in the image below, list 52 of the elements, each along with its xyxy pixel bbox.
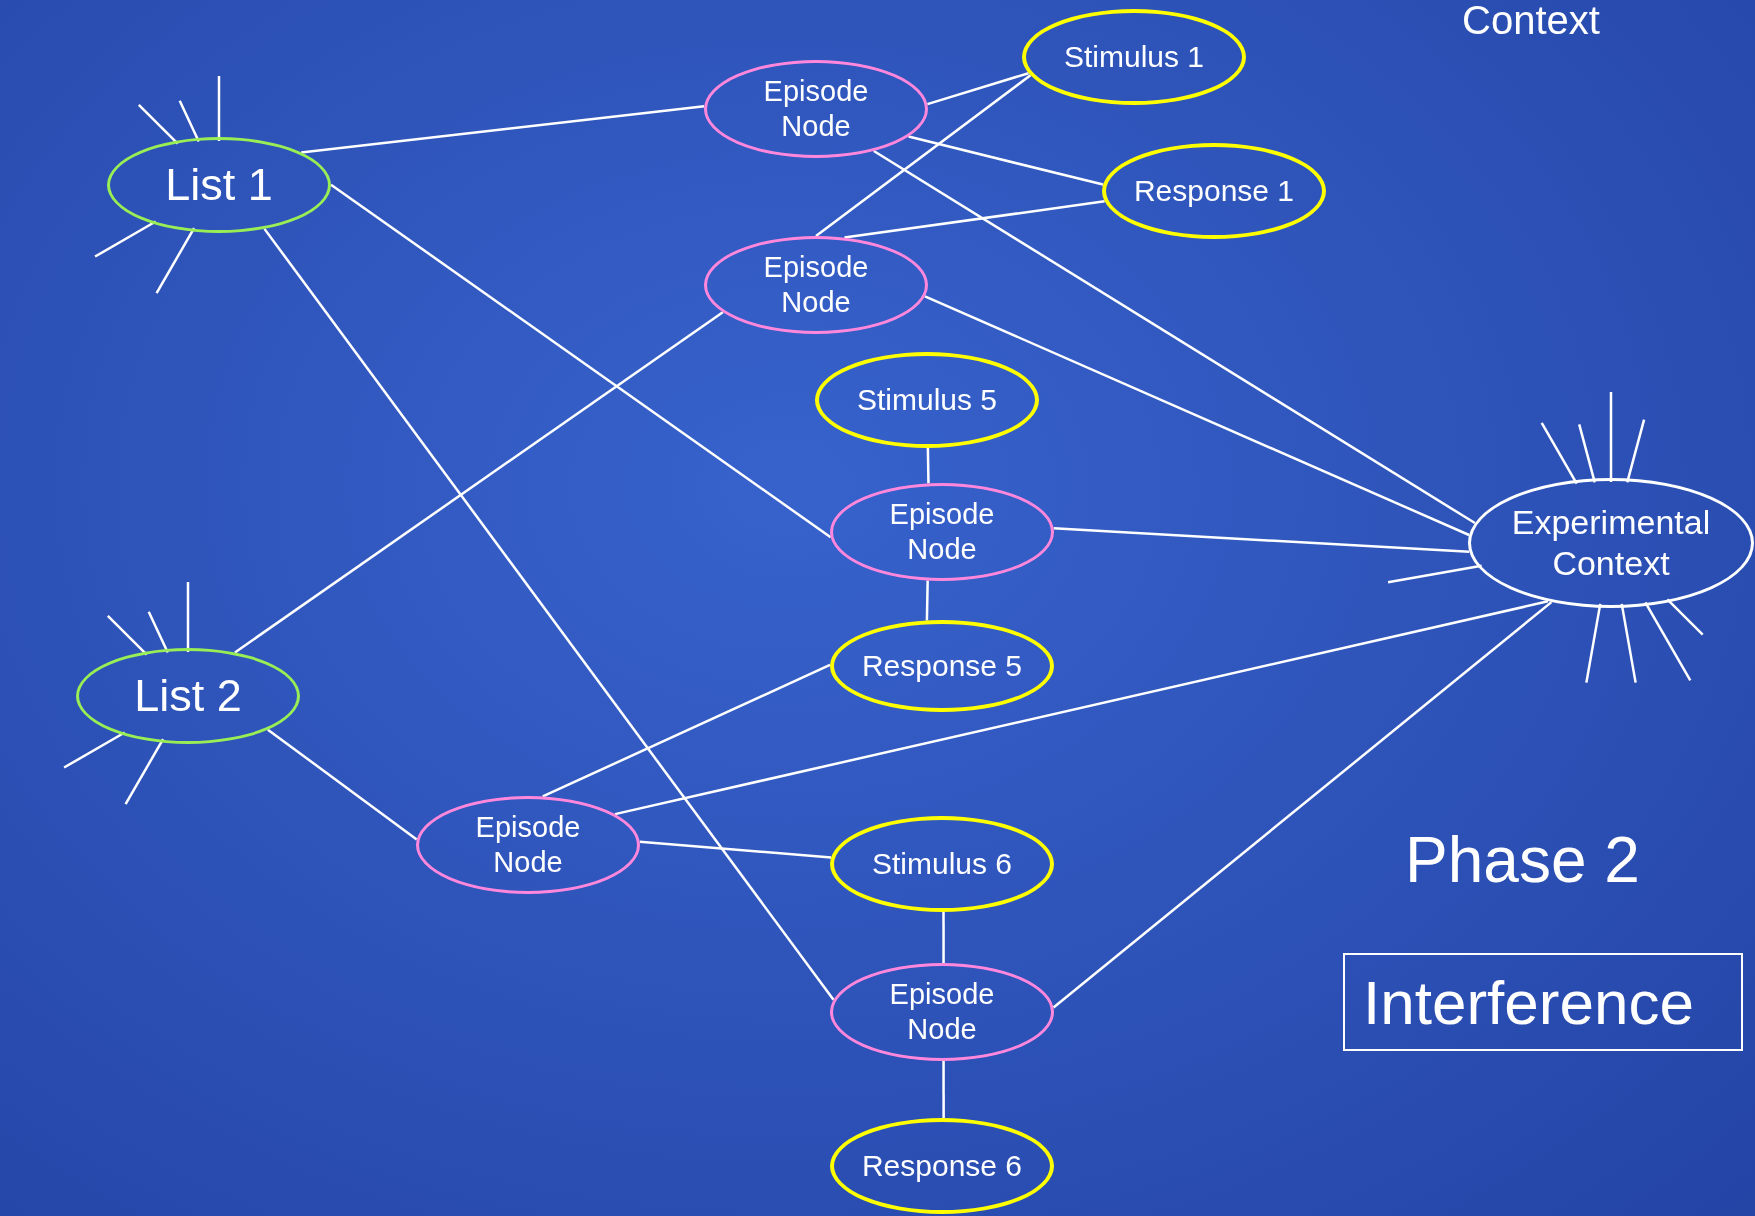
context-ellipse bbox=[1468, 478, 1754, 608]
connector-line bbox=[267, 728, 418, 841]
node-label: Episode Node bbox=[888, 977, 996, 1047]
connector-line bbox=[926, 447, 930, 484]
episode-node-ellipse bbox=[704, 60, 928, 158]
connector-line bbox=[1052, 601, 1553, 1009]
connector-line bbox=[1053, 527, 1470, 553]
episode-node-ellipse bbox=[830, 963, 1054, 1061]
item-ellipse bbox=[830, 816, 1054, 912]
node-label: Experimental Context bbox=[1510, 502, 1712, 584]
item-ellipse bbox=[830, 620, 1054, 712]
node-label: Episode Node bbox=[888, 497, 996, 567]
node-label: List 2 bbox=[134, 669, 242, 723]
connector-line bbox=[639, 840, 832, 859]
connector-line bbox=[542, 663, 831, 798]
list-ellipse bbox=[76, 648, 300, 744]
node-label: Stimulus 1 bbox=[1063, 39, 1205, 75]
connector-line bbox=[234, 311, 724, 654]
list-ellipse bbox=[107, 137, 331, 233]
connector-line bbox=[873, 149, 1476, 525]
connector-line bbox=[942, 1061, 945, 1118]
episode-node-ellipse bbox=[830, 483, 1054, 581]
episode-node-ellipse bbox=[704, 236, 928, 334]
item-ellipse bbox=[1102, 143, 1326, 239]
connector-line bbox=[815, 74, 1032, 237]
connector-line bbox=[844, 200, 1105, 239]
node-label: Response 5 bbox=[861, 648, 1023, 684]
connector-line bbox=[927, 72, 1029, 106]
connector-line bbox=[925, 580, 929, 621]
connector-line bbox=[908, 135, 1104, 186]
node-label: Episode Node bbox=[762, 74, 870, 144]
node-label: Stimulus 5 bbox=[856, 382, 998, 418]
connector-line bbox=[614, 600, 1549, 816]
phase-title: Phase 2 bbox=[1405, 828, 1640, 892]
label-box bbox=[1343, 953, 1743, 1051]
connector-line bbox=[263, 228, 835, 1001]
connector-line bbox=[330, 183, 832, 539]
connector-line bbox=[924, 295, 1470, 537]
node-label: Episode Node bbox=[474, 810, 582, 880]
node-label: Response 1 bbox=[1133, 173, 1295, 209]
item-ellipse bbox=[815, 352, 1039, 448]
node-label: Interference bbox=[1363, 966, 1694, 1038]
node-label: Stimulus 6 bbox=[871, 846, 1013, 882]
item-ellipse bbox=[830, 1118, 1054, 1214]
node-label: List 1 bbox=[165, 158, 273, 212]
episode-node-ellipse bbox=[416, 796, 640, 894]
connector-line bbox=[942, 912, 945, 963]
context-label: Context bbox=[1462, 0, 1600, 40]
item-ellipse bbox=[1022, 9, 1246, 105]
node-label: Episode Node bbox=[762, 250, 870, 320]
node-label: Response 6 bbox=[861, 1148, 1023, 1184]
connector-line bbox=[301, 105, 705, 154]
